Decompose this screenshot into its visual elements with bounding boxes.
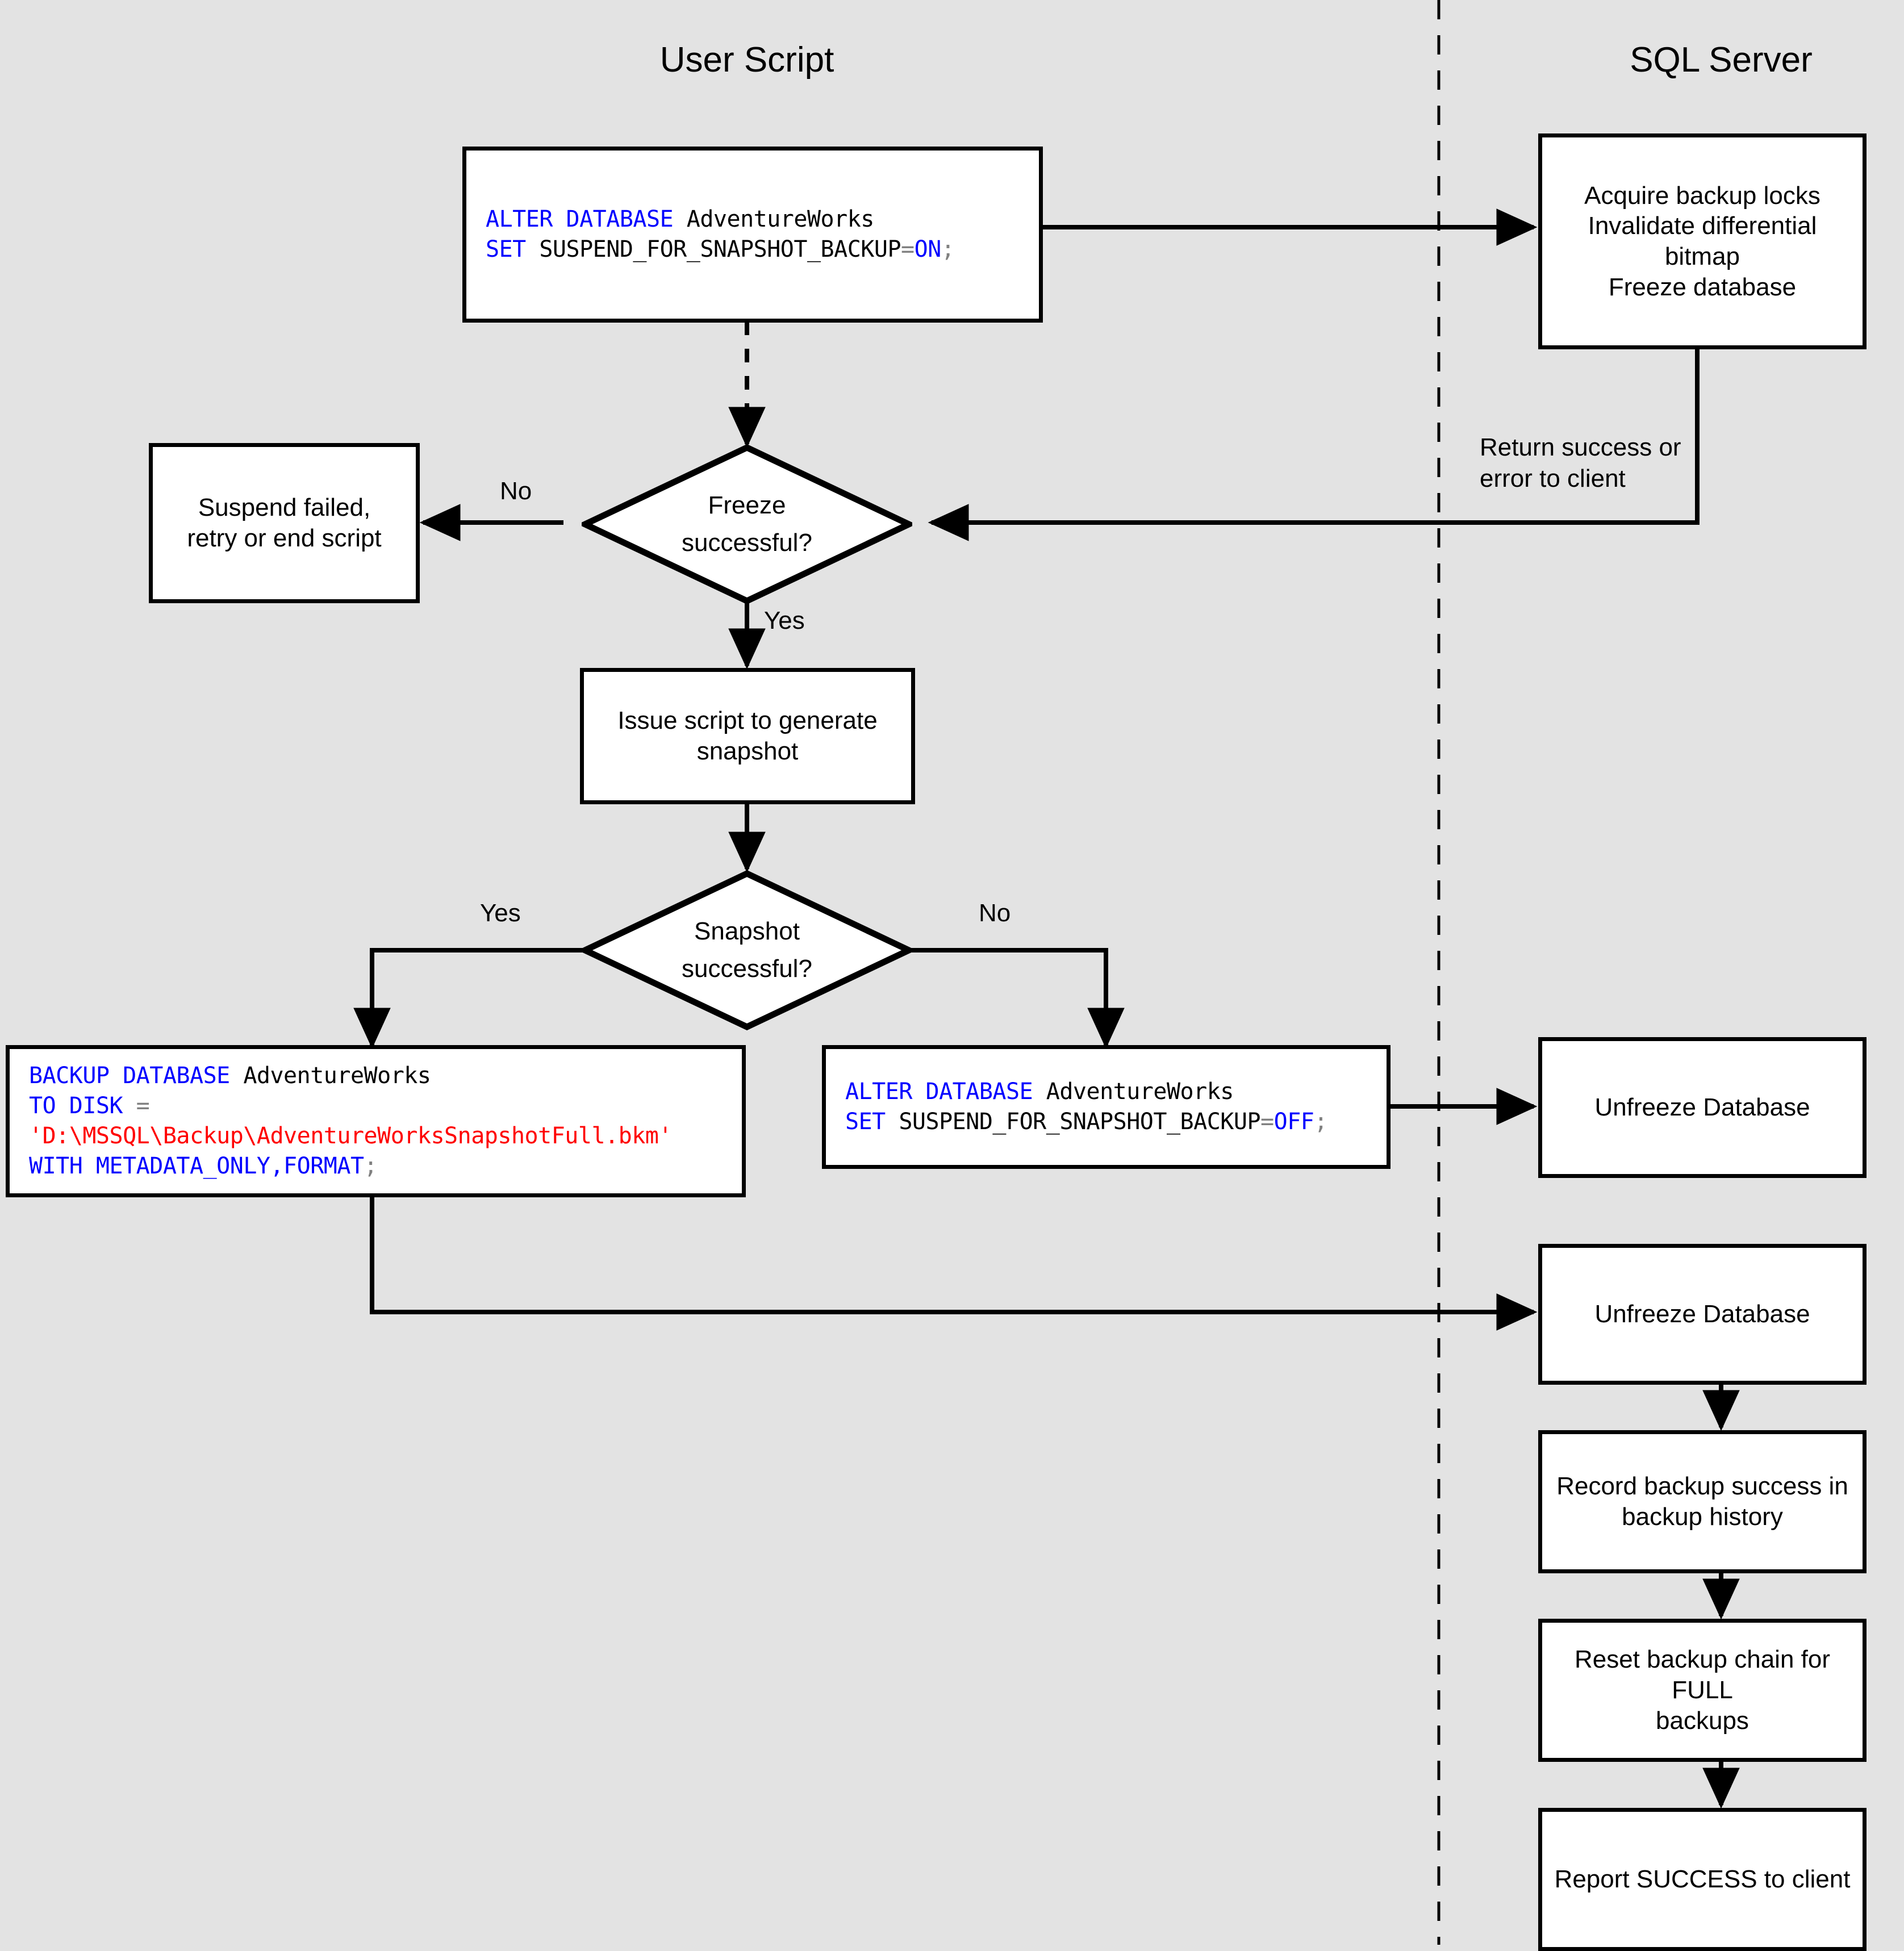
edge-label-snapshot-no: No <box>979 899 1011 927</box>
diamond-shape <box>582 870 912 1030</box>
node-label: Report SUCCESS to client <box>1554 1865 1851 1894</box>
node-unfreeze-database-1[interactable]: Unfreeze Database <box>1538 1037 1867 1178</box>
node-label: Unfreeze Database <box>1594 1093 1810 1122</box>
edge-label-freeze-yes: Yes <box>764 607 805 634</box>
lane-title-sql-server: SQL Server <box>1630 40 1813 80</box>
diamond-shape <box>582 444 912 604</box>
node-label: Unfreeze Database <box>1594 1300 1810 1328</box>
edge-snapshot-no <box>905 948 1125 1049</box>
edge-backup-to-unfreeze2 <box>370 1196 1538 1331</box>
edge-snapshot-yes <box>353 948 589 1049</box>
edge-label-freeze-no: No <box>500 477 532 505</box>
node-unfreeze-database-2[interactable]: Unfreeze Database <box>1538 1244 1867 1385</box>
node-report-success-to-client[interactable]: Report SUCCESS to client <box>1538 1808 1867 1951</box>
edge-label-snapshot-yes: Yes <box>480 899 521 927</box>
edge-acquire-to-freeze <box>928 348 1700 541</box>
node-label: Suspend failed,retry or end script <box>187 494 382 552</box>
lane-title-user-script: User Script <box>659 40 834 80</box>
node-suspend-failed[interactable]: Suspend failed,retry or end script <box>149 443 420 603</box>
